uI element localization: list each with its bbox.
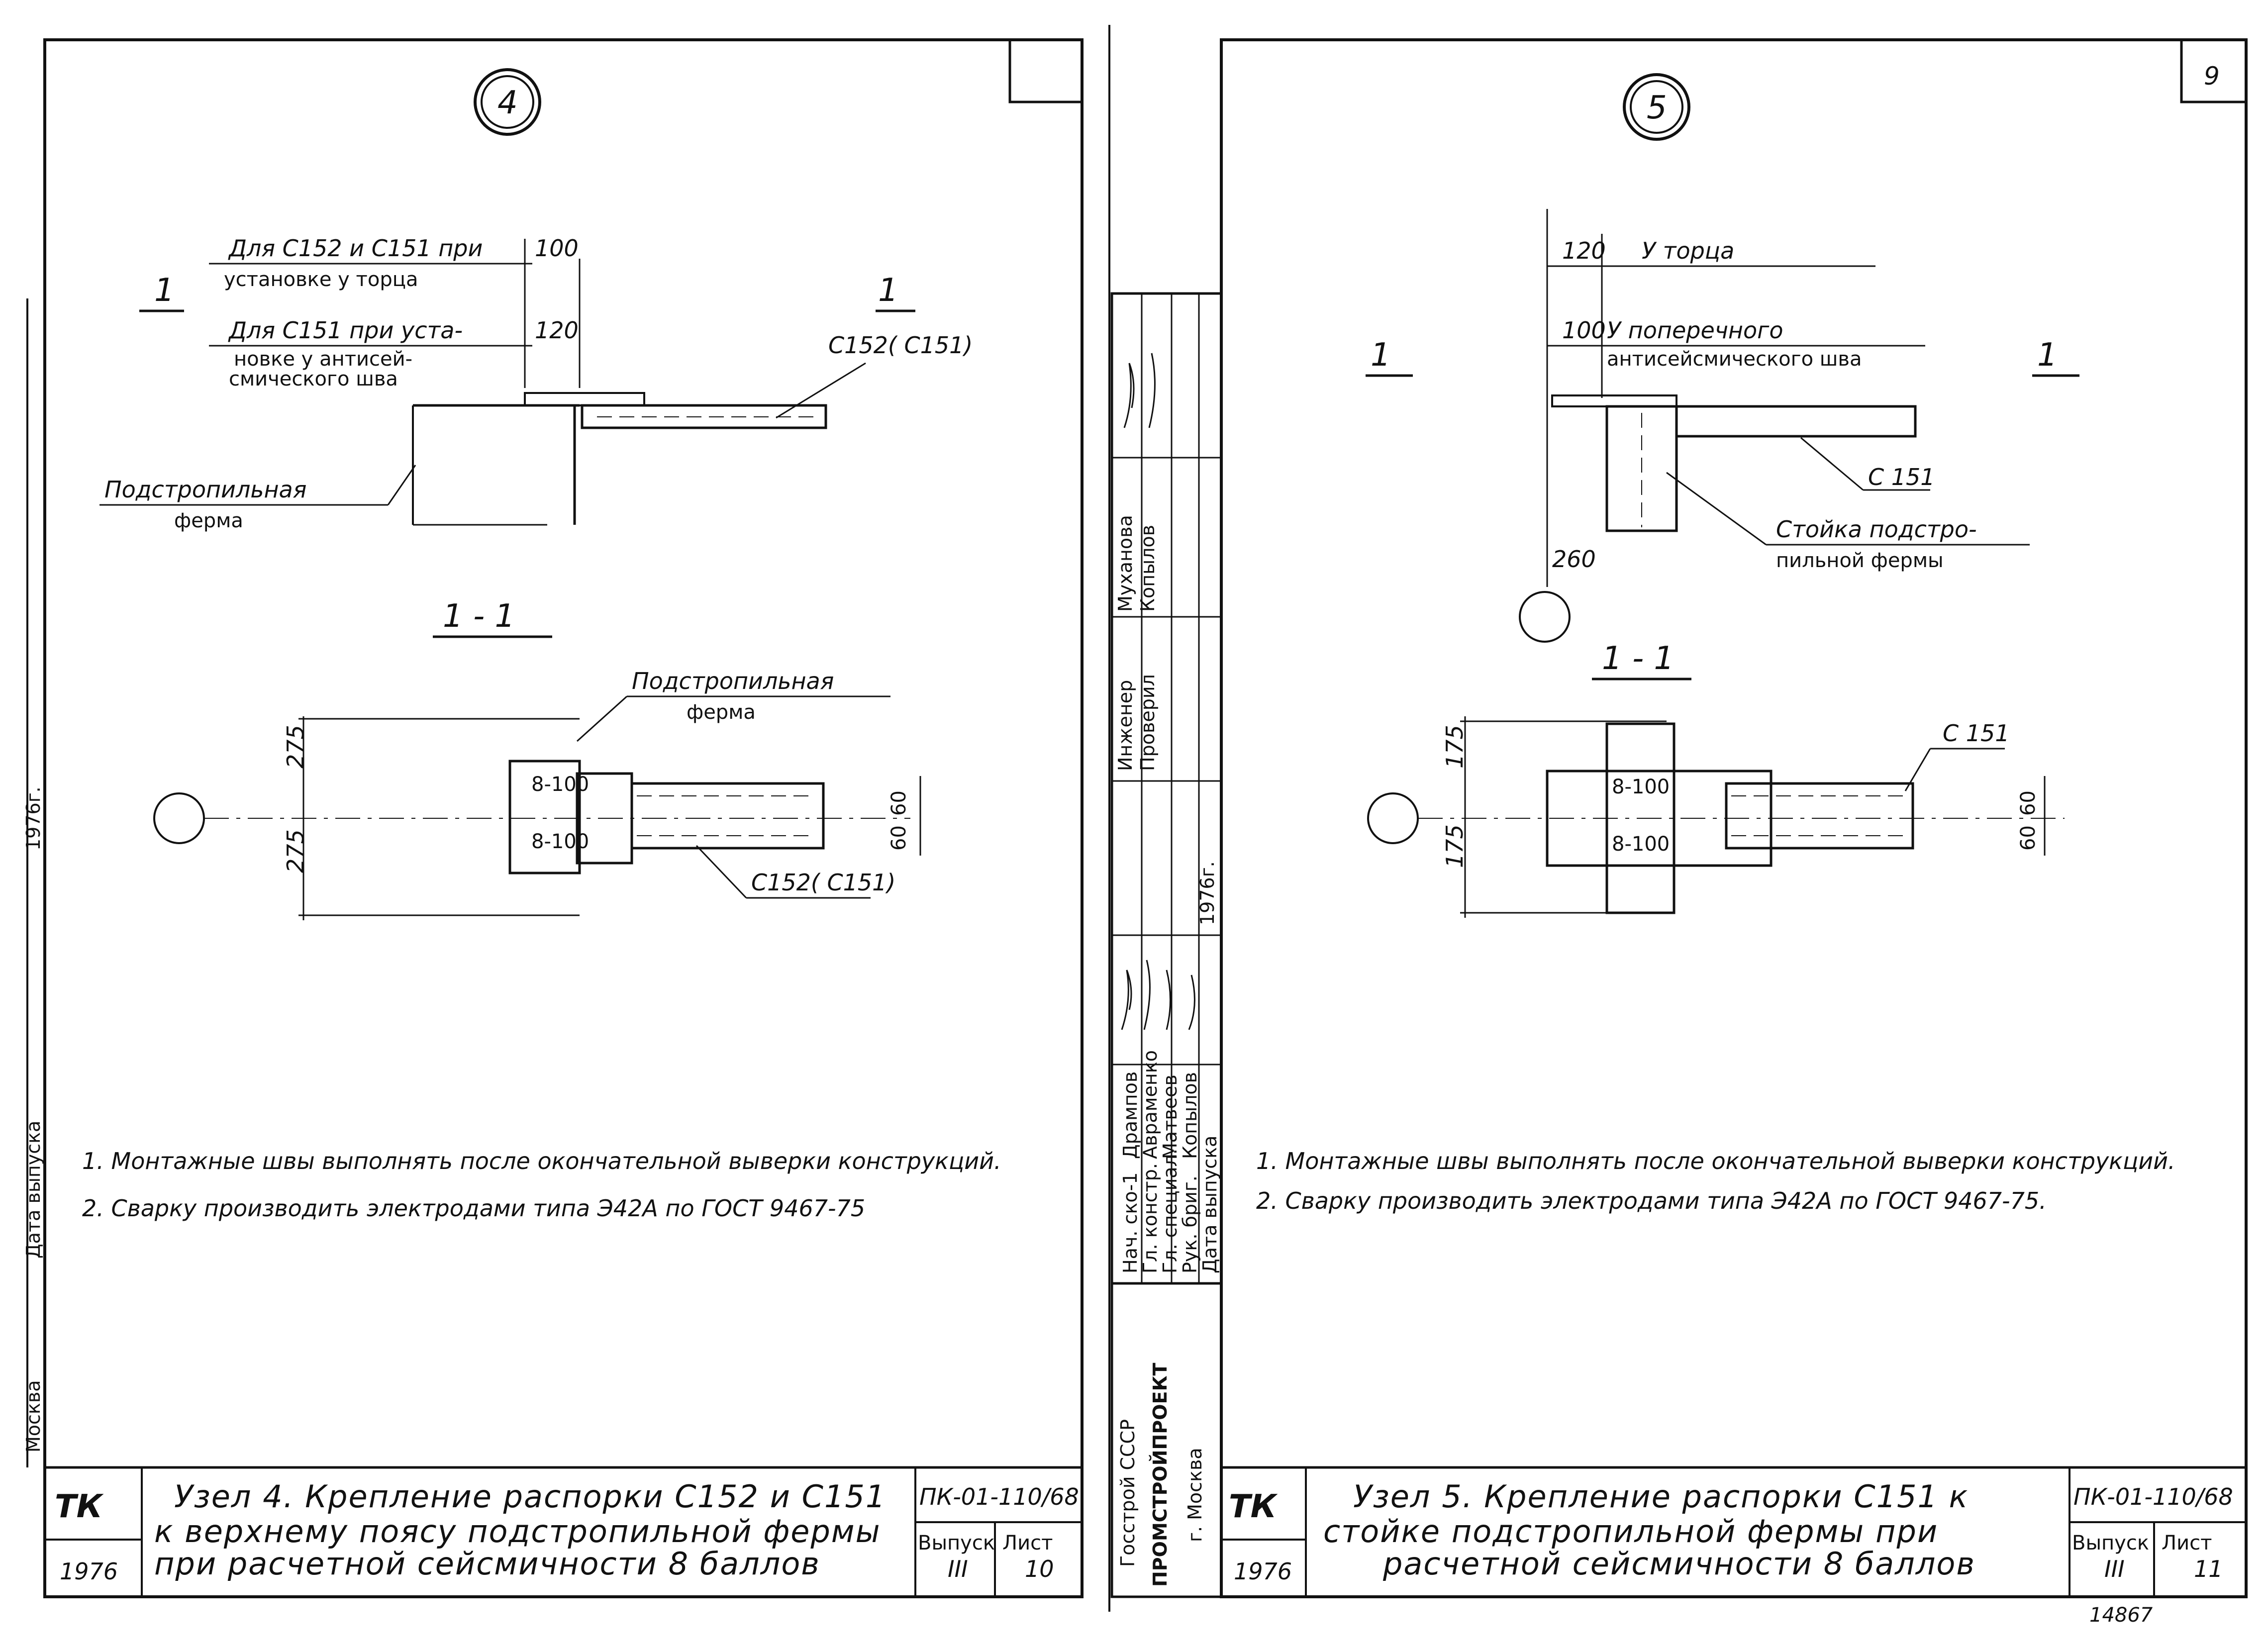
role: Гл. специал.	[1159, 1149, 1181, 1273]
dimension-text: 275	[282, 829, 309, 873]
section-mark: 1	[1371, 337, 1391, 374]
callout-text: установке у торца	[224, 268, 418, 291]
left-node-4: 4 Для С152 и С151 при установке у торца …	[22, 68, 1079, 1585]
section-mark: 1	[154, 272, 175, 309]
member-label: пильной фермы	[1776, 549, 1944, 572]
note-2: 2. Сварку производить электродами типа Э…	[82, 1195, 865, 1222]
weld-label: 8-100	[1612, 776, 1670, 798]
member-label: С152( С151)	[751, 869, 895, 896]
org-name: ПРОМСТРОЙПРОЕКТ	[1149, 1362, 1171, 1587]
signatures	[1121, 960, 1195, 1030]
callout-text: У поперечного	[1607, 317, 1783, 344]
title-line: расчетной сейсмичности 8 баллов	[1382, 1546, 1975, 1582]
dimension-text: 60	[887, 825, 910, 851]
org-city: г. Москва	[1184, 1448, 1206, 1542]
role: Нач. ско-1	[1119, 1172, 1141, 1273]
stamp-number: 14867	[2089, 1604, 2153, 1627]
callout-text: новке у антисей-	[234, 348, 412, 371]
logo-tk: ТК	[1229, 1488, 1278, 1525]
role: Рук. бриг.	[1179, 1175, 1201, 1273]
dimension-text: 120	[1562, 237, 1606, 264]
member-label: ферма	[174, 509, 243, 532]
weld-label: 8-100	[531, 830, 589, 853]
side-label: Дата выпуска	[22, 1121, 44, 1259]
member-label: ферма	[687, 701, 756, 724]
section-title: 1 - 1	[443, 598, 515, 635]
vertical-title-block	[1110, 292, 1223, 1598]
title-line: при расчетной сейсмичности 8 баллов	[154, 1546, 820, 1582]
dimension-text: 100	[535, 235, 579, 262]
title-line: Узел 4. Крепление распорки С152 и С151	[174, 1478, 886, 1515]
left-sheet-frame	[26, 38, 1084, 1598]
member-label: Подстропильная	[632, 668, 834, 694]
org-name: Госстрой СССР	[1117, 1419, 1139, 1567]
sheet-value: 10	[1025, 1555, 1054, 1582]
node-number: 5	[1647, 90, 1667, 126]
issue-value: III	[2104, 1555, 2125, 1582]
node-number: 4	[497, 85, 518, 121]
right-node-5: 5 9 120 У торца 100 У поперечного антисе…	[1229, 62, 2233, 1627]
role: Дата выпуска	[1199, 1136, 1221, 1273]
person-name: Копылов	[1179, 1072, 1201, 1159]
dimension-text: 120	[535, 317, 579, 344]
doc-code: ПК-01-110/68	[919, 1483, 1079, 1510]
role: Проверил	[1137, 674, 1159, 771]
block-date: 1976г.	[1196, 861, 1218, 925]
dimension-text: 60	[887, 790, 910, 816]
dimension-text: 100	[1562, 317, 1606, 344]
title-line: к верхнему поясу подстропильной фермы	[154, 1513, 881, 1550]
person-name: Копылов	[1137, 525, 1159, 612]
issue-value: III	[948, 1555, 968, 1582]
member-label: С 151	[1943, 720, 2010, 747]
callout-text: Для С152 и С151 при	[228, 235, 483, 262]
section-title: 1 - 1	[1602, 640, 1674, 677]
callout-text: смического шва	[229, 368, 398, 390]
sheet-label: Лист	[2162, 1532, 2212, 1554]
side-label: Москва	[22, 1380, 44, 1453]
person-name: Авраменко	[1139, 1050, 1161, 1159]
person-name: Дрампов	[1119, 1071, 1141, 1159]
dimension-text: 260	[1552, 546, 1596, 573]
role: Гл. констр.	[1139, 1163, 1161, 1273]
dimension-text: 175	[1441, 725, 1468, 769]
person-name: Матвеев	[1159, 1074, 1181, 1159]
dimension-text: 175	[1441, 824, 1468, 868]
title-block-text: Госстрой СССР ПРОМСТРОЙПРОЕКТ г. Москва …	[1114, 353, 1221, 1587]
side-label: 1976г.	[22, 786, 44, 851]
section-mark: 1	[2037, 337, 2058, 374]
member-label: Стойка подстро-	[1776, 516, 1977, 543]
title-line: Узел 5. Крепление распорки С151 к	[1353, 1478, 1969, 1515]
member-label: С 151	[1868, 464, 1935, 490]
member-label: Подстропильная	[104, 476, 306, 503]
section-mark: 1	[878, 272, 898, 309]
callout-text: антисейсмического шва	[1607, 348, 1862, 371]
sheet-label: Лист	[1002, 1532, 1053, 1554]
note-1: 1. Монтажные швы выполнять после окончат…	[1256, 1148, 2175, 1174]
doc-code: ПК-01-110/68	[2073, 1483, 2233, 1510]
person-name: Муханова	[1114, 515, 1136, 612]
sheet-value: 11	[2194, 1555, 2223, 1582]
year: 1976	[1234, 1558, 1292, 1585]
weld-label: 8-100	[1612, 833, 1670, 856]
signatures	[1123, 353, 1156, 428]
dimension-text: 275	[282, 725, 309, 769]
issue-label: Выпуск	[918, 1532, 995, 1554]
title-line: стойке подстропильной фермы при	[1323, 1513, 1938, 1550]
dimension-text: 60	[2017, 790, 2040, 816]
weld-label: 8-100	[531, 773, 589, 796]
logo-tk: ТК	[55, 1488, 104, 1525]
note-2: 2. Сварку производить электродами типа Э…	[1256, 1187, 2047, 1214]
role: Инженер	[1114, 680, 1136, 771]
corner-sheet-number: 9	[2204, 62, 2220, 91]
issue-label: Выпуск	[2072, 1532, 2149, 1554]
note-1: 1. Монтажные швы выполнять после окончат…	[82, 1148, 1001, 1174]
callout-text: У торца	[1642, 237, 1734, 264]
callout-text: Для С151 при уста-	[228, 317, 463, 344]
dimension-text: 60	[2017, 825, 2040, 851]
member-label: С152( С151)	[828, 332, 973, 359]
year: 1976	[60, 1558, 118, 1585]
